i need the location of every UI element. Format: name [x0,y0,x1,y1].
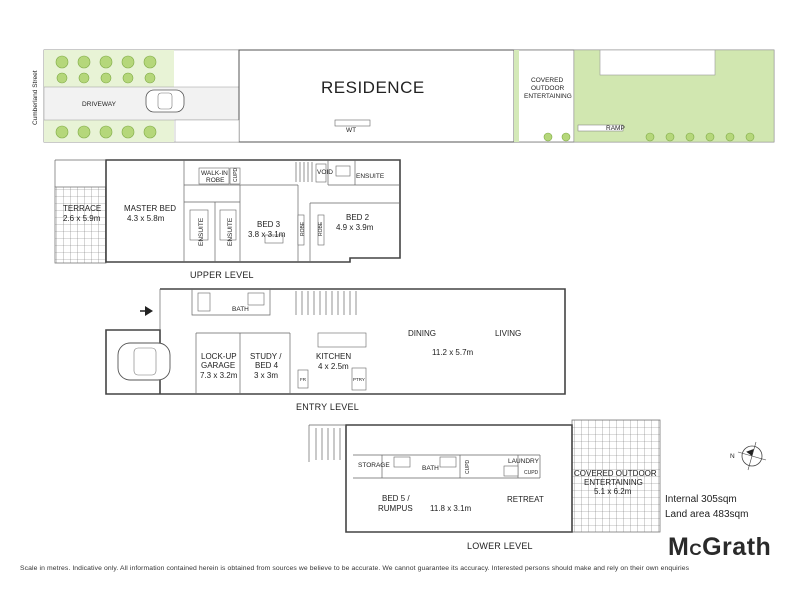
void-label: VOID [317,169,333,176]
upper-level-title: UPPER LEVEL [190,270,254,280]
wt-label: WT [346,127,356,134]
entry-level-title: ENTRY LEVEL [296,402,359,412]
site-plan: Cumberland Street DRIVEWAY RESIDENCE WT … [32,49,775,143]
kitchen-label: KITCHEN [316,352,351,361]
bed2-dim: 4.9 x 3.9m [336,223,374,232]
land-area: Land area 483sqm [665,509,749,520]
terrace-area [54,186,107,264]
living-dim: 11.2 x 5.7m [432,348,474,357]
street-label: Cumberland Street [32,70,39,125]
retreat-dim: 11.8 x 3.1m [430,504,472,513]
ramp-label: RAMP [606,125,625,132]
coe-label-1: COVERED OUTDOOR [574,469,657,478]
residence-label: RESIDENCE [321,78,425,97]
bed5-label-2: RUMPUS [378,504,413,513]
bed3-label: BED 3 [257,220,281,229]
lockup-dim: 7.3 x 3.2m [200,371,238,380]
fridge-label: FR [300,377,307,382]
kitchen-dim: 4 x 2.5m [318,362,349,371]
water-tank [334,119,371,127]
bed3-dim: 3.8 x 3.1m [248,230,286,239]
terrace-dim: 2.6 x 5.9m [63,214,101,223]
cupd-label: CUPD [233,167,239,182]
storage-label: STORAGE [358,462,390,469]
site-covered-label-1: COVERED [531,77,563,84]
brand-c: C [689,540,703,559]
brand-logo: MCGrath [668,533,771,562]
brand-m: M [668,533,690,561]
stairs-icon [295,162,313,182]
pantry-label: PTRY [353,377,365,382]
retreat-label: RETREAT [507,495,544,504]
stairs-icon [295,291,357,315]
lower-level-title: LOWER LEVEL [467,541,533,551]
walk-in-robe-label-1: WALK-IN [201,170,228,177]
laundry-label: LAUNDRY [508,458,540,465]
study-label-1: STUDY / [250,352,282,361]
upper-level-plan: TERRACE 2.6 x 5.9m MASTER BED 4.3 x 5.8m… [54,159,401,280]
dining-label: DINING [408,329,436,338]
study-label-2: BED 4 [255,361,279,370]
site-covered-label-2: OUTDOOR [531,85,565,92]
entry-bath-label: BATH [232,306,249,313]
internal-area: Internal 305sqm [665,494,737,505]
bed2-label: BED 2 [346,213,370,222]
lower-level-plan: STORAGE BATH CUPD LAUNDRY CUPD BED 5 / R… [308,419,661,551]
covered-outdoor-area [571,419,661,533]
bed5-label-1: BED 5 / [382,494,410,503]
compass-icon: N [730,441,767,471]
tree-icon [55,55,157,139]
ensuite-label-a: ENSUITE [198,217,205,246]
coe-label-2: ENTERTAINING [584,478,643,487]
disclaimer-text: Scale in metres. Indicative only. All in… [20,565,690,572]
study-dim: 3 x 3m [254,371,278,380]
stairs-icon [308,424,346,462]
tree-icon [543,132,755,142]
master-bed-label: MASTER BED [124,204,176,213]
north-label: N [730,453,735,460]
ensuite-label: ENSUITE [356,173,385,180]
lockup-label-2: GARAGE [201,361,235,370]
living-label: LIVING [495,329,521,338]
robe-label-a: ROBE [300,221,306,236]
entry-level-plan: BATH LOCK-UP GARAGE 7.3 x 3.2m STUDY / B… [105,288,566,412]
terrace-label: TERRACE [63,204,101,213]
lockup-label-1: LOCK-UP [201,352,237,361]
driveway-label: DRIVEWAY [82,101,117,108]
master-bed-dim: 4.3 x 5.8m [127,214,165,223]
laundry-cupd-label: CUPD [524,470,539,476]
brand-grath: Grath [702,533,772,561]
entry-arrow-icon [140,306,153,316]
site-covered-label-3: ENTERTAINING [524,93,572,100]
robe-label-b: ROBE [318,221,324,236]
car-icon [117,342,171,381]
lower-cupd-label: CUPD [465,459,471,474]
area-info: Internal 305sqm Land area 483sqm [665,492,748,522]
car-icon [145,89,185,113]
lower-bath-label: BATH [422,465,439,472]
ensuite-label-b: ENSUITE [227,217,234,246]
coe-dim: 5.1 x 6.2m [594,487,632,496]
walk-in-robe-label-2: ROBE [206,177,225,184]
